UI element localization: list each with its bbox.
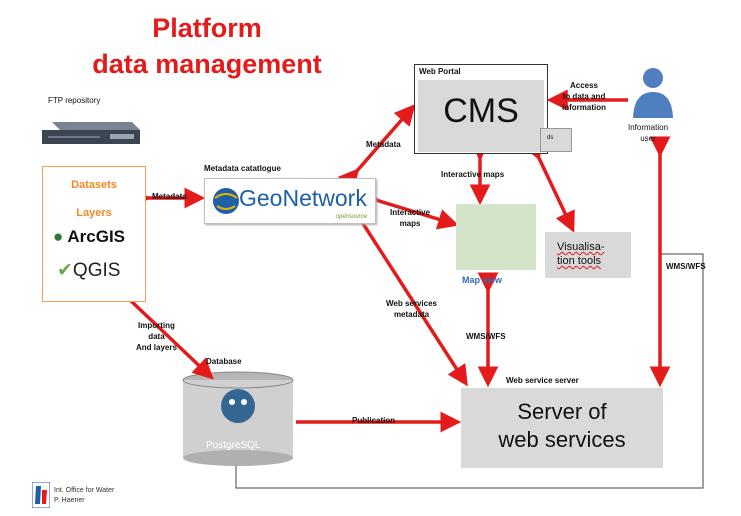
publication-label: Publication: [352, 416, 396, 425]
importing-label: Importing data And layers: [136, 320, 177, 353]
info-user-line-2: user: [640, 134, 656, 143]
access-line-1: Access: [569, 81, 599, 90]
cms-tab: ds: [540, 128, 572, 152]
interactive-maps-label: Interactive maps: [390, 207, 430, 229]
cms-tab-label: ds: [547, 135, 554, 141]
web-services-line-2: metadata: [393, 310, 430, 319]
importing-line-1: Importing: [138, 321, 175, 330]
web-services-metadata-label: Web services metadata: [386, 298, 437, 320]
geonetwork-box: GeoNetwork opensource: [204, 178, 376, 224]
wms-wfs-right-label: WMS/WFS: [666, 262, 706, 271]
arcgis-logo: ● ArcGIS: [53, 227, 125, 247]
red-arrows: [128, 89, 671, 433]
interactive-line-2: maps: [399, 219, 421, 228]
diagram-title: Platform data management: [72, 10, 342, 82]
visualisation-line-2: tion tools: [557, 255, 602, 267]
visualisation-line-1: Visualisa-: [557, 241, 605, 253]
cms-box: CMS: [418, 80, 544, 152]
metadata-catalogue-label: Metadata catatlogue: [204, 164, 281, 173]
frame-outline: [235, 253, 704, 489]
map-view-box: [456, 204, 536, 270]
server-line-1: Server of: [517, 399, 607, 424]
footer-credit: Int. Office for Water P. Haener: [54, 486, 114, 506]
server-line-2: web services: [498, 427, 626, 452]
ftp-repository-label: FTP repository: [48, 96, 101, 105]
visualisation-label: Visualisa- tion tools: [557, 240, 605, 268]
metadata-left-label: Metadata: [152, 192, 187, 201]
ftp-server-icon: [42, 122, 140, 144]
qgis-icon: ✔: [57, 260, 73, 281]
geonetwork-sub: opensource: [335, 214, 367, 220]
arcgis-label: ArcGIS: [67, 227, 126, 246]
geonetwork-name: GeoNetwork: [239, 185, 367, 211]
access-line-3: information: [562, 103, 606, 112]
importing-line-3: And layers: [136, 343, 177, 352]
info-user-line-1: Information: [628, 123, 669, 132]
metadata-cms-label: Metadata: [366, 140, 401, 149]
importing-line-2: data: [148, 332, 165, 341]
web-service-server-label: Web service server: [506, 376, 579, 385]
layers-label: Layers: [76, 207, 112, 219]
database-cylinder-icon: [182, 371, 294, 466]
footer-line-1: Int. Office for Water: [54, 487, 115, 494]
footer-line-2: P. Haener: [54, 497, 85, 504]
qgis-logo: ✔QGIS: [57, 259, 120, 282]
server-box: Server of web services: [461, 388, 663, 468]
globe-icon: ●: [53, 227, 64, 246]
access-line-2: to data and: [562, 92, 606, 101]
server-label: Server of web services: [461, 398, 663, 454]
map-view-label: Map view: [462, 275, 503, 285]
access-label: Access to data and information: [562, 80, 606, 113]
postgres-label: PostgreSQL: [206, 440, 261, 451]
information-user-icon: [633, 68, 673, 118]
database-label: Database: [206, 357, 242, 366]
datasets-box: Datasets Layers ● ArcGIS ✔QGIS: [42, 166, 146, 302]
qgis-label: QGIS: [72, 260, 121, 281]
cms-label: CMS: [443, 92, 519, 130]
information-user-label: Information user: [628, 122, 668, 144]
web-portal-label: Web Portal: [419, 67, 461, 76]
interactive-line-1: Interactive: [390, 208, 431, 217]
title-line-1: Platform: [152, 13, 262, 43]
wms-wfs-mid-label: WMS/WFS: [466, 332, 506, 341]
office-logo-icon: [32, 482, 50, 508]
geonetwork-globe-icon: [213, 188, 239, 214]
web-services-line-1: Web services: [386, 299, 437, 308]
datasets-label: Datasets: [71, 179, 117, 191]
title-line-2: data management: [92, 49, 322, 79]
visualisation-tools-box: Visualisa- tion tools: [545, 232, 631, 278]
interactive-maps-top-label: Interactive maps: [441, 170, 505, 179]
